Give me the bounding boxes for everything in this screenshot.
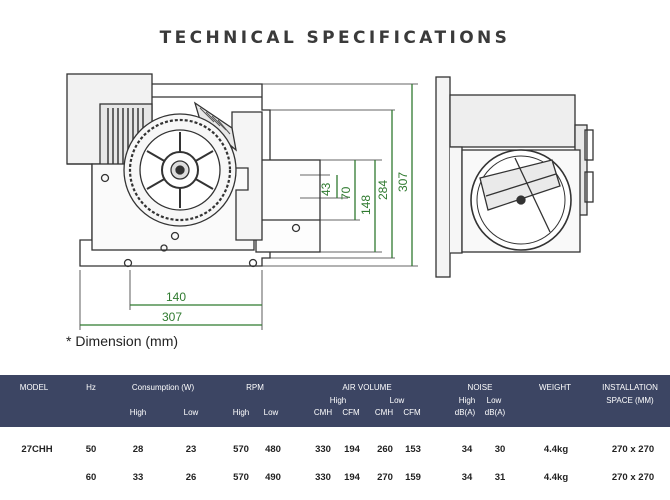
technical-drawing: 43 70 148 284 307 140 307: [66, 73, 594, 330]
sub-cmh-high: CMH: [313, 408, 333, 417]
header-hz: Hz: [86, 383, 96, 392]
cell-cfm-low: 159: [405, 472, 421, 483]
sub-noise-low: Low: [486, 396, 502, 405]
sub-cmh-low: CMH: [374, 408, 394, 417]
table-row: 27CHH 50 28 23 570 480 330 194 260 153 3…: [0, 444, 670, 458]
sub-cons-high: High: [129, 408, 147, 417]
side-view-fan: [435, 76, 594, 278]
cell-cmh-high: 330: [315, 444, 331, 455]
cell-rpm-high: 570: [233, 444, 249, 455]
dim-70: 70: [339, 186, 353, 200]
cell-cmh-low: 270: [377, 472, 393, 483]
cell-cmh-low: 260: [377, 444, 393, 455]
sub-noise-high: High: [458, 396, 476, 405]
header-rpm: RPM: [246, 383, 264, 392]
cell-model: 27CHH: [21, 444, 53, 455]
cell-rpm-high: 570: [233, 472, 249, 483]
sub-dba-high: dB(A): [454, 408, 476, 417]
dim-307-height: 307: [396, 172, 410, 192]
spec-table-header: MODEL Hz Consumption (W) RPM AIR VOLUME …: [0, 375, 670, 427]
page-title: TECHNICAL SPECIFICATIONS: [159, 28, 511, 48]
cell-cons-high: 33: [132, 472, 144, 483]
cell-hz: 50: [85, 444, 97, 455]
cell-cons-low: 23: [185, 444, 197, 455]
header-model: MODEL: [19, 383, 49, 392]
sub-cons-low: Low: [183, 408, 199, 417]
header-consumption: Consumption (W): [131, 383, 195, 392]
dimension-note: * Dimension (mm): [66, 333, 179, 349]
dim-284: 284: [376, 180, 390, 200]
cell-cfm-low: 153: [405, 444, 421, 455]
dimension-labels: 43 70 148 284 307 140 307: [162, 172, 410, 324]
cell-noise-low: 31: [494, 472, 506, 483]
cell-cfm-high: 194: [344, 444, 360, 455]
dim-148: 148: [359, 195, 373, 215]
sub-cfm-high: CFM: [342, 408, 360, 417]
header-installation: INSTALLATION: [602, 383, 658, 392]
dim-307-width: 307: [162, 310, 182, 324]
header-air-volume: AIR VOLUME: [342, 383, 392, 392]
cell-rpm-low: 490: [265, 472, 281, 483]
cell-cmh-high: 330: [315, 472, 331, 483]
dimension-lines: [79, 83, 418, 330]
cell-noise-high: 34: [461, 472, 473, 483]
header-installation-space: SPACE (MM): [606, 396, 654, 405]
sub-air-high: High: [329, 396, 347, 405]
front-view-fan: [66, 73, 321, 268]
cell-cfm-high: 194: [344, 472, 360, 483]
cell-cons-high: 28: [132, 444, 144, 455]
dim-140: 140: [166, 290, 186, 304]
header-noise: NOISE: [467, 383, 493, 392]
cell-hz: 60: [85, 472, 97, 483]
dim-43: 43: [319, 182, 333, 196]
cell-weight: 4.4kg: [543, 472, 569, 483]
cell-noise-high: 34: [461, 444, 473, 455]
sub-rpm-low: Low: [263, 408, 279, 417]
cell-cons-low: 26: [185, 472, 197, 483]
cell-space: 270 x 270: [611, 444, 655, 455]
table-row: 60 33 26 570 490 330 194 270 159 34 31 4…: [0, 472, 670, 486]
cell-weight: 4.4kg: [543, 444, 569, 455]
cell-noise-low: 30: [494, 444, 506, 455]
sub-rpm-high: High: [232, 408, 250, 417]
sub-dba-low: dB(A): [484, 408, 506, 417]
cell-rpm-low: 480: [265, 444, 281, 455]
cell-space: 270 x 270: [611, 472, 655, 483]
header-weight: WEIGHT: [539, 383, 571, 392]
sub-cfm-low: CFM: [403, 408, 421, 417]
sub-air-low: Low: [389, 396, 405, 405]
